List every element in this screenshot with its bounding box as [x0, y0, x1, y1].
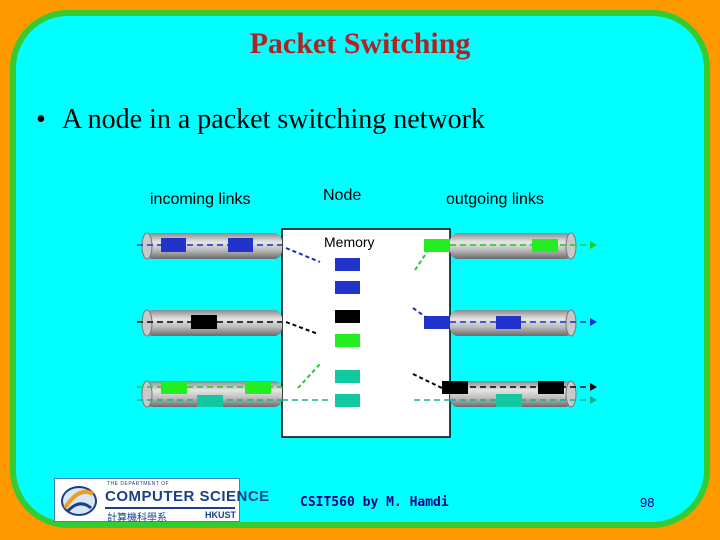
blue-packet: [228, 238, 253, 252]
slide-title: Packet Switching: [249, 27, 471, 60]
logo-computer-science-text: COMPUTER SCIENCE: [105, 488, 270, 505]
green-packet: [424, 239, 450, 252]
outgoing-link-3: [450, 380, 597, 408]
logo-department-text: THE DEPARTMENT OF: [107, 481, 170, 487]
blue-packet: [496, 316, 521, 329]
memory-teal-packet: [335, 370, 360, 383]
blue-packet: [424, 316, 450, 329]
teal-packet: [496, 394, 522, 407]
bullet-marker: •: [36, 104, 46, 135]
bullet-text: A node in a packet switching network: [62, 104, 486, 135]
black-packet: [538, 381, 564, 394]
hkust-cs-logo-mark: [61, 486, 97, 516]
logo-divider: [105, 507, 235, 509]
bullet-item: • A node in a packet switching network: [36, 104, 485, 136]
outgoing-link-1: [450, 232, 597, 260]
incoming-link-1: [137, 232, 282, 260]
green-packet: [161, 382, 187, 394]
logo-hkust-text: HKUST: [205, 510, 236, 520]
logo-chinese-text: 計算機科學系: [107, 513, 167, 524]
outgoing-link-2: [450, 309, 597, 337]
memory-black-packet: [335, 310, 360, 323]
teal-packet: [197, 395, 223, 407]
memory-blue-packet: [335, 281, 360, 294]
green-packet: [245, 382, 271, 394]
incoming-links-label: incoming links: [150, 191, 251, 208]
memory-green-packet: [335, 334, 360, 347]
memory-label: Memory: [324, 234, 375, 250]
page-number: 98: [640, 495, 655, 510]
node-box: [281, 228, 451, 438]
memory-teal-packet: [335, 394, 360, 407]
outgoing-links-label: outgoing links: [446, 191, 544, 208]
incoming-link-2: [137, 309, 282, 337]
memory-blue-packet: [335, 258, 360, 271]
black-packet: [191, 315, 217, 329]
department-logo: THE DEPARTMENT OF COMPUTER SCIENCE 計算機科學…: [54, 478, 269, 524]
green-packet: [532, 239, 558, 252]
node-label: Node: [323, 187, 362, 204]
blue-packet: [161, 238, 186, 252]
footer-course-text: CSIT560 by M. Hamdi: [300, 495, 449, 510]
incoming-link-3: [137, 380, 282, 408]
black-packet: [442, 381, 468, 394]
